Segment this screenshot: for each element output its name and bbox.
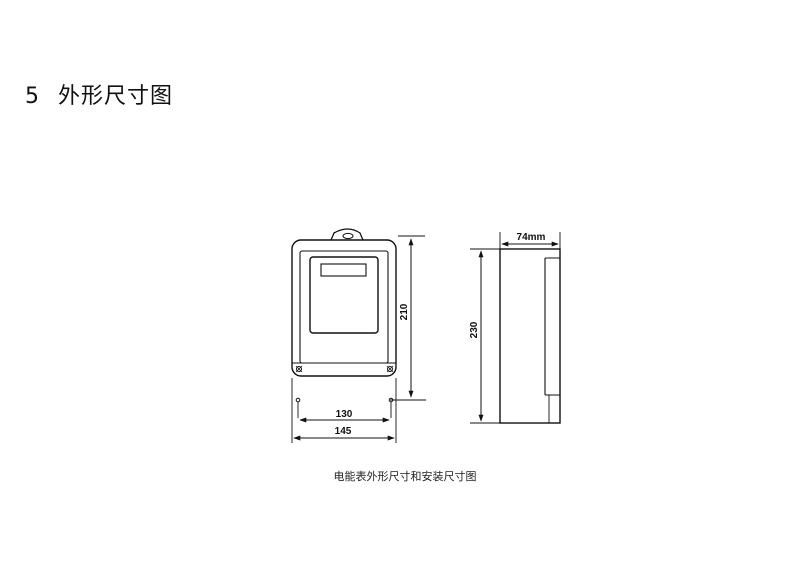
meter-body xyxy=(291,239,397,377)
section-title: 外形尺寸图 xyxy=(58,84,174,109)
lug-hole xyxy=(342,232,354,240)
section-number: 5 xyxy=(25,84,40,109)
label-side-height: 230 xyxy=(469,321,480,338)
side-view xyxy=(470,232,561,424)
side-body xyxy=(499,248,561,424)
hanging-lug xyxy=(330,228,364,241)
front-view xyxy=(291,228,397,443)
dimension-210 xyxy=(390,235,426,401)
label-mount-width: 130 xyxy=(336,409,353,420)
label-overall-width: 145 xyxy=(335,426,352,437)
label-depth: 74mm xyxy=(517,232,546,243)
sealing-screw-right xyxy=(386,365,394,373)
sealing-screw-left xyxy=(295,365,303,373)
figure-caption: 电能表外形尺寸和安装尺寸图 xyxy=(333,470,477,483)
upper-cover xyxy=(299,250,389,364)
section-heading: 5 外形尺寸图 xyxy=(25,78,173,110)
mount-hole-left xyxy=(295,397,301,403)
label-front-height: 210 xyxy=(399,303,410,320)
inner-window xyxy=(309,256,379,334)
lcd-display xyxy=(320,263,367,277)
